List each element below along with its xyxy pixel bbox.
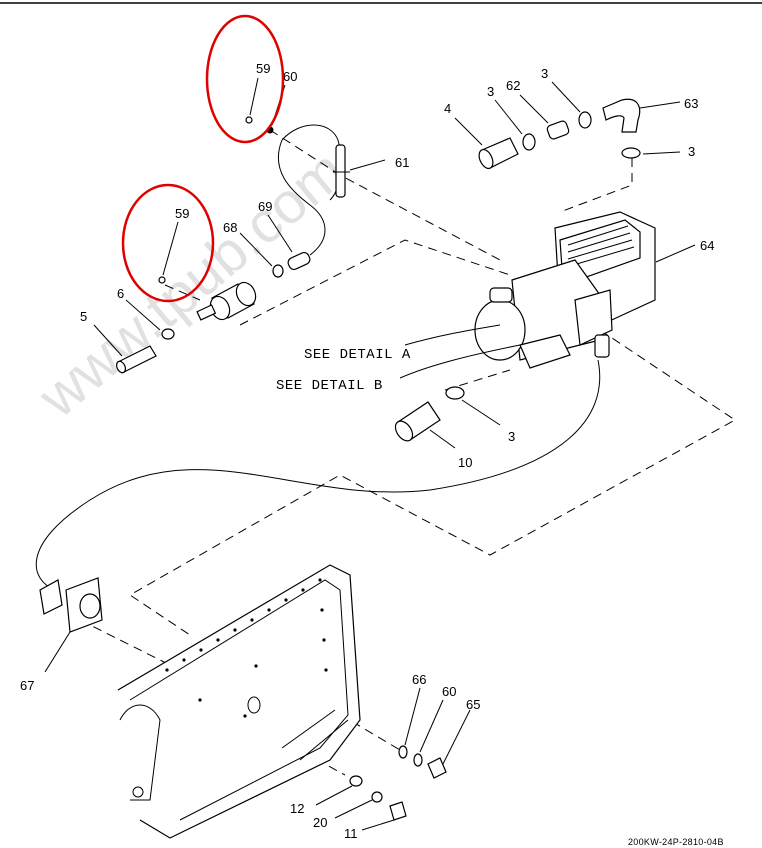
- callout-labels: 59 60 61 59 69 68 6 5 4 3 62 3 63 3 64 3…: [20, 61, 714, 841]
- frame: [117, 564, 361, 839]
- callout-65: 65: [466, 697, 480, 712]
- hose-69: [272, 251, 311, 278]
- callout-59-top: 59: [256, 61, 270, 76]
- detail-a-reference: SEE DETAIL A: [304, 347, 411, 363]
- washer-6: [161, 328, 175, 340]
- callout-3-c: 3: [688, 144, 695, 159]
- callout-11: 11: [344, 826, 358, 841]
- hose-5: [115, 345, 157, 374]
- callout-4: 4: [444, 101, 451, 116]
- callout-59-lower: 59: [175, 206, 189, 221]
- callout-67: 67: [20, 678, 34, 693]
- callout-69: 69: [258, 199, 272, 214]
- elbow-63: [602, 98, 641, 133]
- callout-3-b: 3: [541, 66, 548, 81]
- hose-4: [478, 137, 519, 170]
- clamp-3a: [522, 133, 536, 151]
- clamp-3c: [621, 147, 641, 159]
- washer-stack-66-60-65: [398, 745, 447, 779]
- sleeve-62: [546, 120, 570, 140]
- exhaust-fitting-67: [39, 577, 103, 633]
- leader-lines: [44, 77, 696, 831]
- callout-61: 61: [395, 155, 409, 170]
- callout-64: 64: [700, 238, 714, 253]
- callout-20: 20: [313, 815, 327, 830]
- clamp-3b: [578, 111, 592, 129]
- pipe-clip-61: [333, 144, 350, 198]
- detail-b-reference: SEE DETAIL B: [276, 378, 383, 394]
- exhaust-line: [35, 359, 601, 591]
- clamp-3d: [445, 386, 465, 400]
- callout-60-lower: 60: [442, 684, 456, 699]
- screw-59-lower: [158, 276, 166, 284]
- heater-64: [399, 211, 656, 379]
- callout-10: 10: [458, 455, 472, 470]
- highlight-circle-top: [205, 14, 285, 144]
- callout-3-a: 3: [487, 84, 494, 99]
- callout-68: 68: [223, 220, 237, 235]
- callout-66: 66: [412, 672, 426, 687]
- callout-63: 63: [684, 96, 698, 111]
- hose-10: [394, 401, 441, 442]
- callout-60-top: 60: [283, 69, 297, 84]
- figure-number: 200KW-24P-2810-04B: [628, 837, 724, 847]
- fuel-filter: [196, 281, 257, 321]
- callout-6: 6: [117, 286, 124, 301]
- callout-5: 5: [80, 309, 87, 324]
- washer-stack-12-20-11: [349, 775, 407, 821]
- callout-12: 12: [290, 801, 304, 816]
- callout-62: 62: [506, 78, 520, 93]
- callout-3-d: 3: [508, 429, 515, 444]
- highlight-circle-lower: [121, 183, 215, 303]
